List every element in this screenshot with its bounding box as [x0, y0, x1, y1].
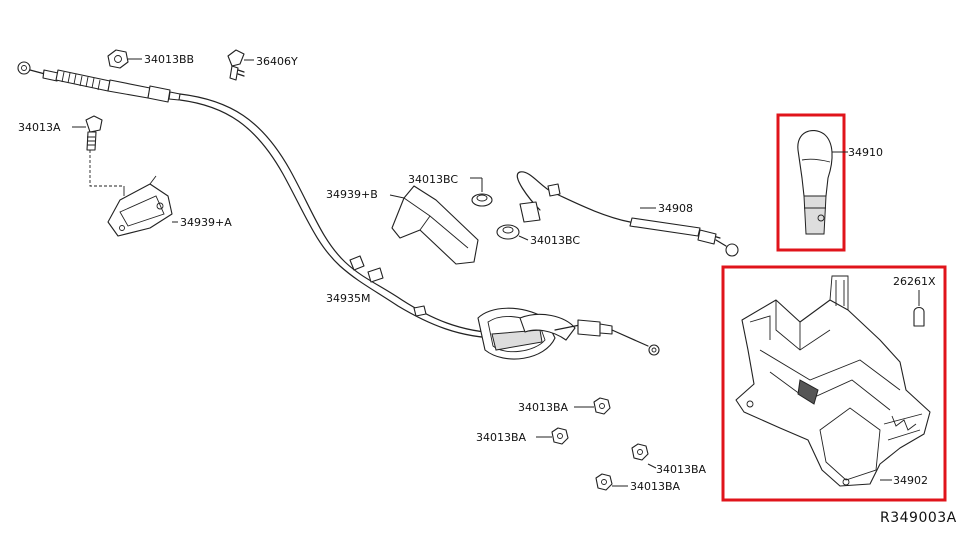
callout-34013BA-1[interactable]: 34013BA	[518, 401, 569, 414]
grommet-34013BC-upper	[470, 177, 493, 207]
callout-34939-A[interactable]: 34939+A	[180, 216, 232, 229]
callout-34910[interactable]: 34910	[848, 146, 883, 159]
nut-34013BA-4	[595, 473, 628, 491]
callout-34902[interactable]: 34902	[893, 474, 928, 487]
shift-control-cable	[17, 61, 660, 360]
callout-26261X[interactable]: 26261X	[893, 275, 936, 288]
callout-34013BC-lower[interactable]: 34013BC	[530, 234, 580, 247]
shifter-assembly-34902	[721, 265, 947, 502]
nut-34013BA-1	[574, 397, 611, 415]
bracket-34939-B	[389, 185, 479, 265]
shift-knob-34910	[776, 113, 848, 252]
nut-34013BA-3	[631, 443, 657, 469]
callout-34013BA-4[interactable]: 34013BA	[630, 480, 681, 493]
callout-34935M[interactable]: 34935M	[326, 292, 370, 305]
callout-36406Y[interactable]: 36406Y	[256, 55, 298, 68]
callout-34013A[interactable]: 34013A	[18, 121, 61, 134]
callout-34939-B[interactable]: 34939+B	[326, 188, 378, 201]
grommet-34013BC-lower	[496, 224, 529, 241]
callout-34013BA-3[interactable]: 34013BA	[656, 463, 707, 476]
callout-34908[interactable]: 34908	[658, 202, 693, 215]
bolt-34013A	[72, 115, 124, 187]
clip-36406Y	[227, 49, 254, 81]
callout-34013BC-upper[interactable]: 34013BC	[408, 173, 458, 186]
diagram-reference-code: R349003A	[880, 510, 957, 526]
bracket-34939-A	[107, 175, 178, 237]
cable-34908	[516, 171, 739, 257]
nut-34013BA-2	[536, 427, 569, 445]
callout-34013BB[interactable]: 34013BB	[144, 53, 194, 66]
nut-34013BB	[107, 49, 142, 69]
callout-34013BA-2[interactable]: 34013BA	[476, 431, 527, 444]
